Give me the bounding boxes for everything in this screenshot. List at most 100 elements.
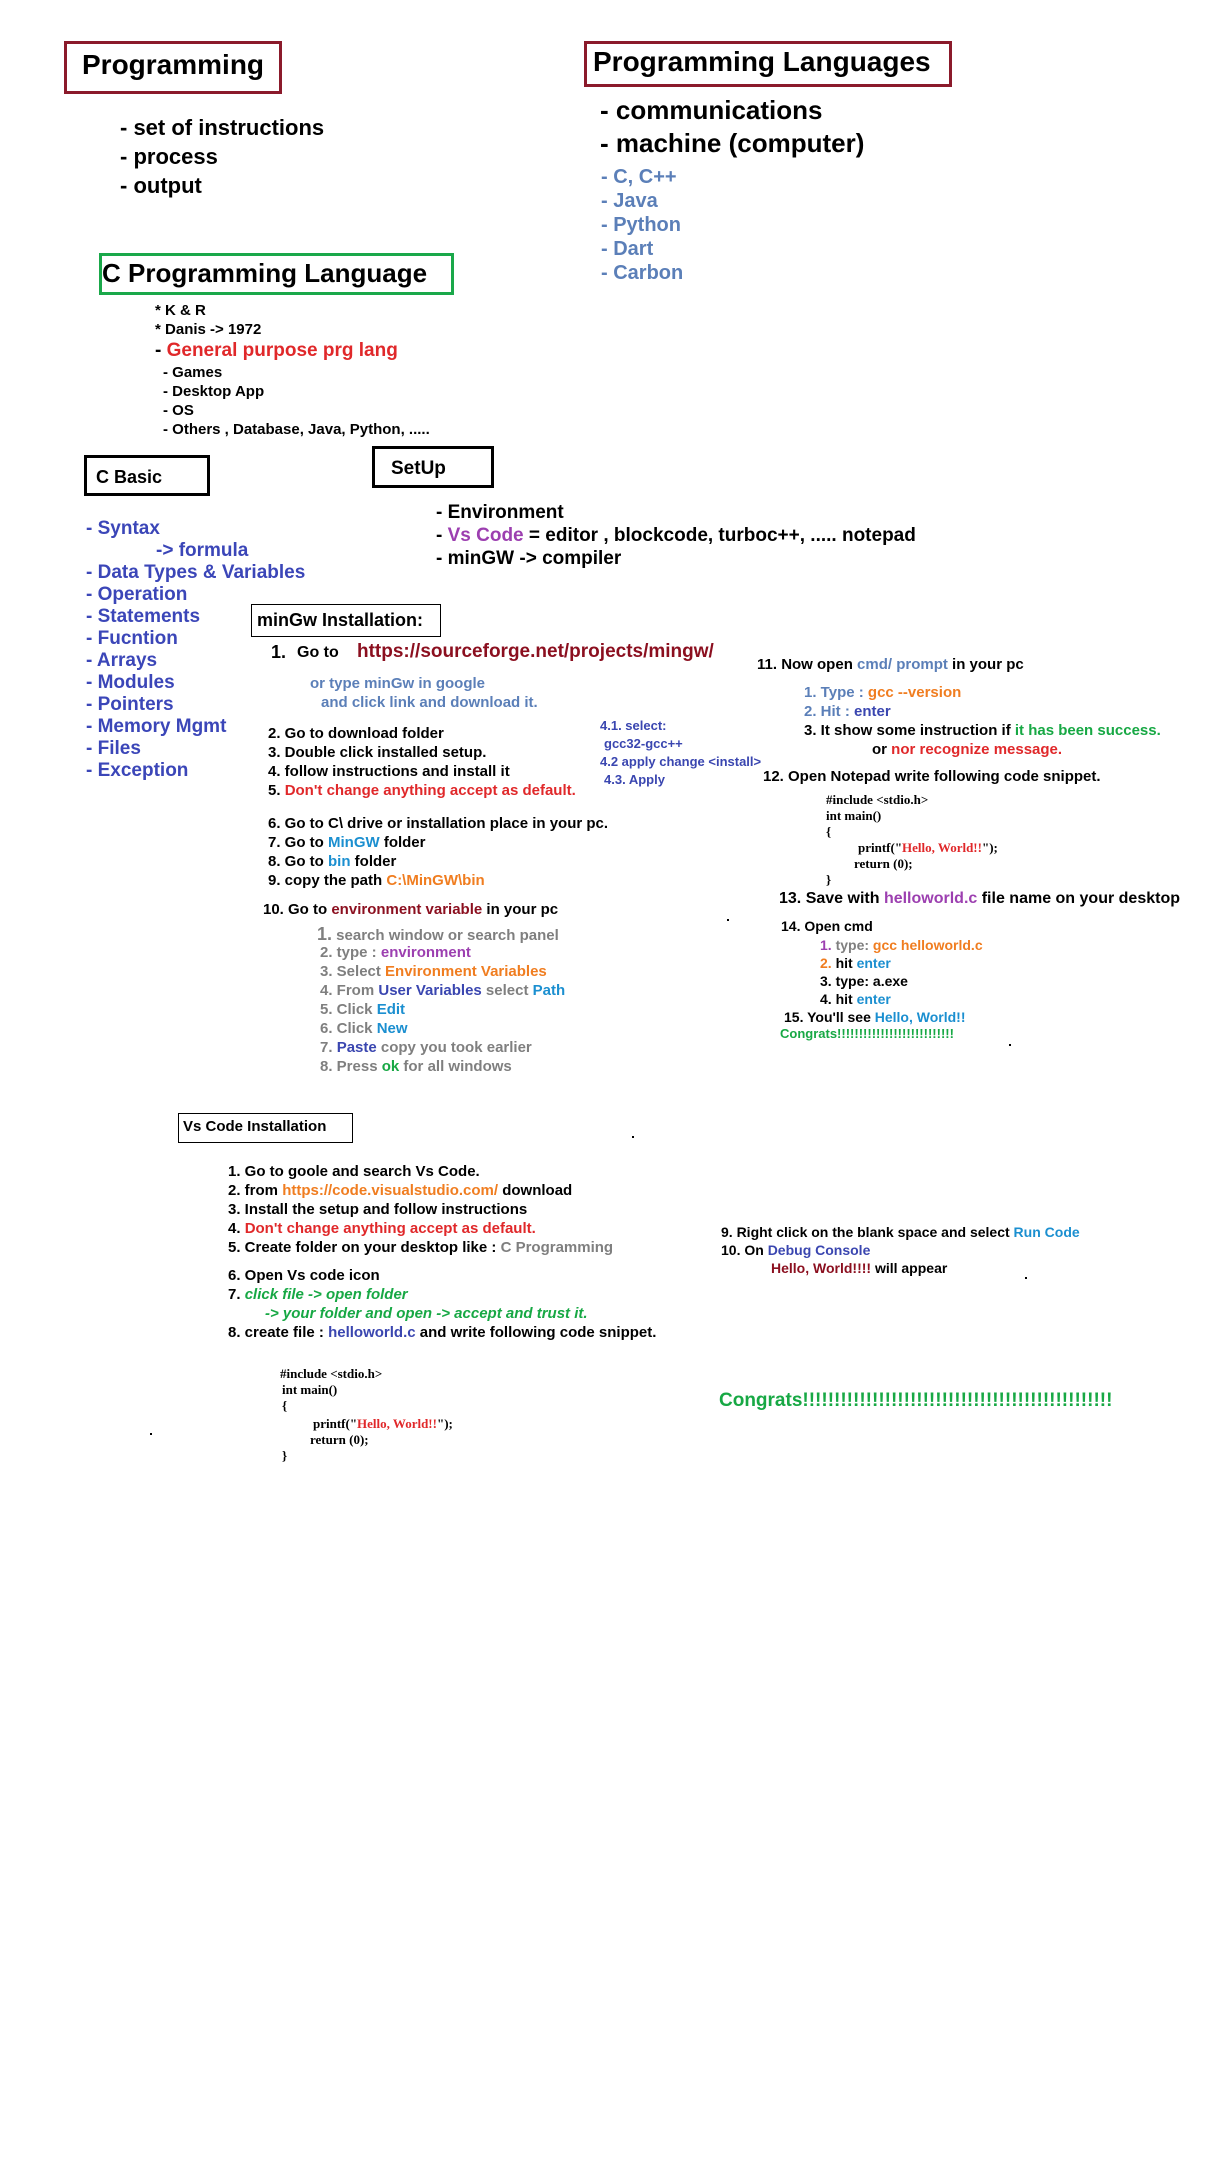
programming-title-box	[64, 41, 282, 94]
setup-title: SetUp	[391, 458, 446, 479]
c-basic-item-10: - Exception	[86, 760, 189, 781]
stray-dot	[632, 1136, 634, 1138]
vscode-title-box	[178, 1113, 353, 1143]
c-lang-danis: * Danis -> 1972	[155, 321, 262, 338]
vscode-code-main: int main()	[282, 1382, 338, 1397]
notepad-code-main: int main()	[826, 808, 882, 823]
mingw-step-9: 9. copy the path C:\MinGW\bin	[268, 872, 485, 889]
c-basic-item-8: - Memory Mgmt	[86, 716, 227, 737]
c-basic-syntax: - Syntax	[86, 518, 160, 539]
vscode-code-open: {	[282, 1398, 288, 1413]
languages-item-2: - machine (computer)	[600, 128, 865, 158]
mingw-step-6: 6. Go to C\ drive or installation place …	[268, 815, 609, 832]
c-basic-item-4: - Fucntion	[86, 628, 178, 649]
setup-title-box	[372, 446, 494, 488]
stray-dot	[150, 1433, 152, 1435]
programming-item-3: - output	[120, 173, 202, 198]
mingw-step-10: 10. Go to environment variable in your p…	[263, 901, 559, 918]
languages-item-1: - communications	[600, 95, 823, 125]
vscode-code-return: return (0);	[310, 1432, 369, 1447]
notepad-code-printf: printf("Hello, World!!");	[858, 840, 998, 855]
run-step-2: 2. hit enter	[820, 955, 891, 971]
vscode-step-2: 2. from https://code.visualstudio.com/ d…	[228, 1182, 573, 1199]
mingw-step-3: 3. Double click installed setup.	[268, 744, 487, 761]
env-step-3: 3. Select Environment Variables	[320, 963, 547, 980]
lang-dart: - Dart	[601, 238, 654, 260]
mingw-step-5: 5. Don't change anything accept as defau…	[268, 782, 576, 799]
env-step-7: 7. Paste copy you took earlier	[320, 1039, 532, 1056]
notepad-code-close: }	[826, 872, 832, 887]
mingw-step-1-goto: Go to	[297, 644, 339, 661]
c-lang-kr: * K & R	[155, 302, 206, 319]
c-basic-item-5: - Arrays	[86, 650, 158, 671]
mingw-step-1-click: and click link and download it.	[321, 694, 538, 711]
mingw-step-7: 7. Go to MinGW folder	[268, 834, 426, 851]
c-basic-title-box	[84, 455, 210, 496]
notepad-code-include: #include <stdio.h>	[826, 792, 929, 807]
vscode-congrats: Congrats!!!!!!!!!!!!!!!!!!!!!!!!!!!!!!!!…	[719, 1390, 1113, 1411]
mingw-congrats: Congrats!!!!!!!!!!!!!!!!!!!!!!!!!!!	[780, 1026, 954, 1041]
mingw-sourceforge-link[interactable]: https://sourceforge.net/projects/mingw/	[357, 641, 714, 662]
vscode-step-4: 4. Don't change anything accept as defau…	[228, 1220, 536, 1237]
mingw-step-14: 14. Open cmd	[781, 918, 873, 934]
vscode-step-1: 1. Go to goole and search Vs Code.	[228, 1163, 480, 1180]
c-basic-formula: -> formula	[156, 540, 249, 561]
notepad-code-return: return (0);	[854, 856, 913, 871]
c-lang-use-1: - Games	[163, 364, 223, 381]
vscode-step-6: 6. Open Vs code icon	[228, 1267, 380, 1284]
c-lang-use-2: - Desktop App	[163, 383, 265, 400]
vscode-title: Vs Code Installation	[183, 1118, 327, 1135]
c-basic-item-9: - Files	[86, 738, 141, 759]
c-lang-general: - General purpose prg lang	[155, 340, 398, 361]
programming-item-2: - process	[120, 144, 218, 169]
notepad-code-open: {	[826, 824, 832, 839]
run-step-1: 1. type: gcc helloworld.c	[820, 937, 983, 953]
vscode-code-include: #include <stdio.h>	[280, 1366, 383, 1381]
c-lang-title: C Programming Language	[102, 258, 428, 288]
programming-title: Programming	[82, 49, 265, 80]
c-basic-item-6: - Modules	[86, 672, 175, 693]
vscode-step-9: 9. Right click on the blank space and se…	[721, 1224, 1080, 1240]
env-step-6: 6. Click New	[320, 1020, 408, 1037]
cmd-step-1: 1. Type : gcc --version	[804, 684, 962, 701]
mingw-title: minGw Installation:	[257, 610, 424, 630]
mingw-step-4: 4. follow instructions and install it	[268, 763, 510, 780]
env-step-2: 2. type : environment	[320, 944, 471, 961]
vscode-step-8: 8. create file : helloworld.c and write …	[228, 1324, 657, 1341]
c-basic-item-7: - Pointers	[86, 694, 174, 715]
mingw-step-2: 2. Go to download folder	[268, 725, 444, 742]
setup-environment: - Environment	[436, 502, 564, 523]
vscode-step-7: 7. click file -> open folder	[228, 1286, 408, 1303]
mingw-step-12: 12. Open Notepad write following code sn…	[763, 768, 1101, 785]
vscode-download-link[interactable]: https://code.visualstudio.com/	[282, 1182, 499, 1199]
mingw-step-8: 8. Go to bin folder	[268, 853, 397, 870]
setup-mingw: - minGW -> compiler	[436, 548, 622, 569]
c-lang-use-4: - Others , Database, Java, Python, .....	[163, 421, 430, 438]
languages-title-box	[584, 41, 952, 87]
stray-dot	[1025, 1277, 1027, 1279]
c-lang-title-box	[99, 253, 454, 295]
lang-java: - Java	[601, 190, 658, 212]
env-step-1: 1. search window or search panel	[317, 924, 559, 944]
mingw-sub-4-1-package: gcc32-gcc++	[604, 736, 683, 751]
mingw-step-1-or: or type minGw in google	[310, 675, 486, 692]
c-basic-item-2: - Operation	[86, 584, 188, 605]
c-basic-title: C Basic	[96, 467, 163, 487]
mingw-sub-4-2: 4.2 apply change <install>	[600, 754, 762, 769]
lang-c: - C, C++	[601, 166, 677, 188]
c-basic-item-1: - Data Types & Variables	[86, 562, 306, 583]
mingw-step-11: 11. Now open cmd/ prompt in your pc	[757, 656, 1024, 673]
vscode-step-10-result: Hello, World!!!! will appear	[771, 1260, 948, 1276]
vscode-step-5: 5. Create folder on your desktop like : …	[228, 1239, 614, 1256]
env-step-8: 8. Press ok for all windows	[320, 1058, 512, 1075]
env-step-4: 4. From User Variables select Path	[320, 982, 566, 999]
lang-carbon: - Carbon	[601, 262, 684, 284]
vscode-code-close: }	[282, 1448, 288, 1463]
vscode-step-3: 3. Install the setup and follow instruct…	[228, 1201, 528, 1218]
mingw-sub-4-3: 4.3. Apply	[604, 772, 665, 787]
cmd-step-3-or: or nor recognize message.	[872, 741, 1063, 758]
mingw-step-15: 15. You'll see Hello, World!!	[784, 1009, 966, 1025]
mingw-step-1-num: 1.	[271, 642, 287, 662]
cmd-step-2: 2. Hit : enter	[804, 703, 891, 720]
mingw-title-box	[251, 604, 441, 637]
